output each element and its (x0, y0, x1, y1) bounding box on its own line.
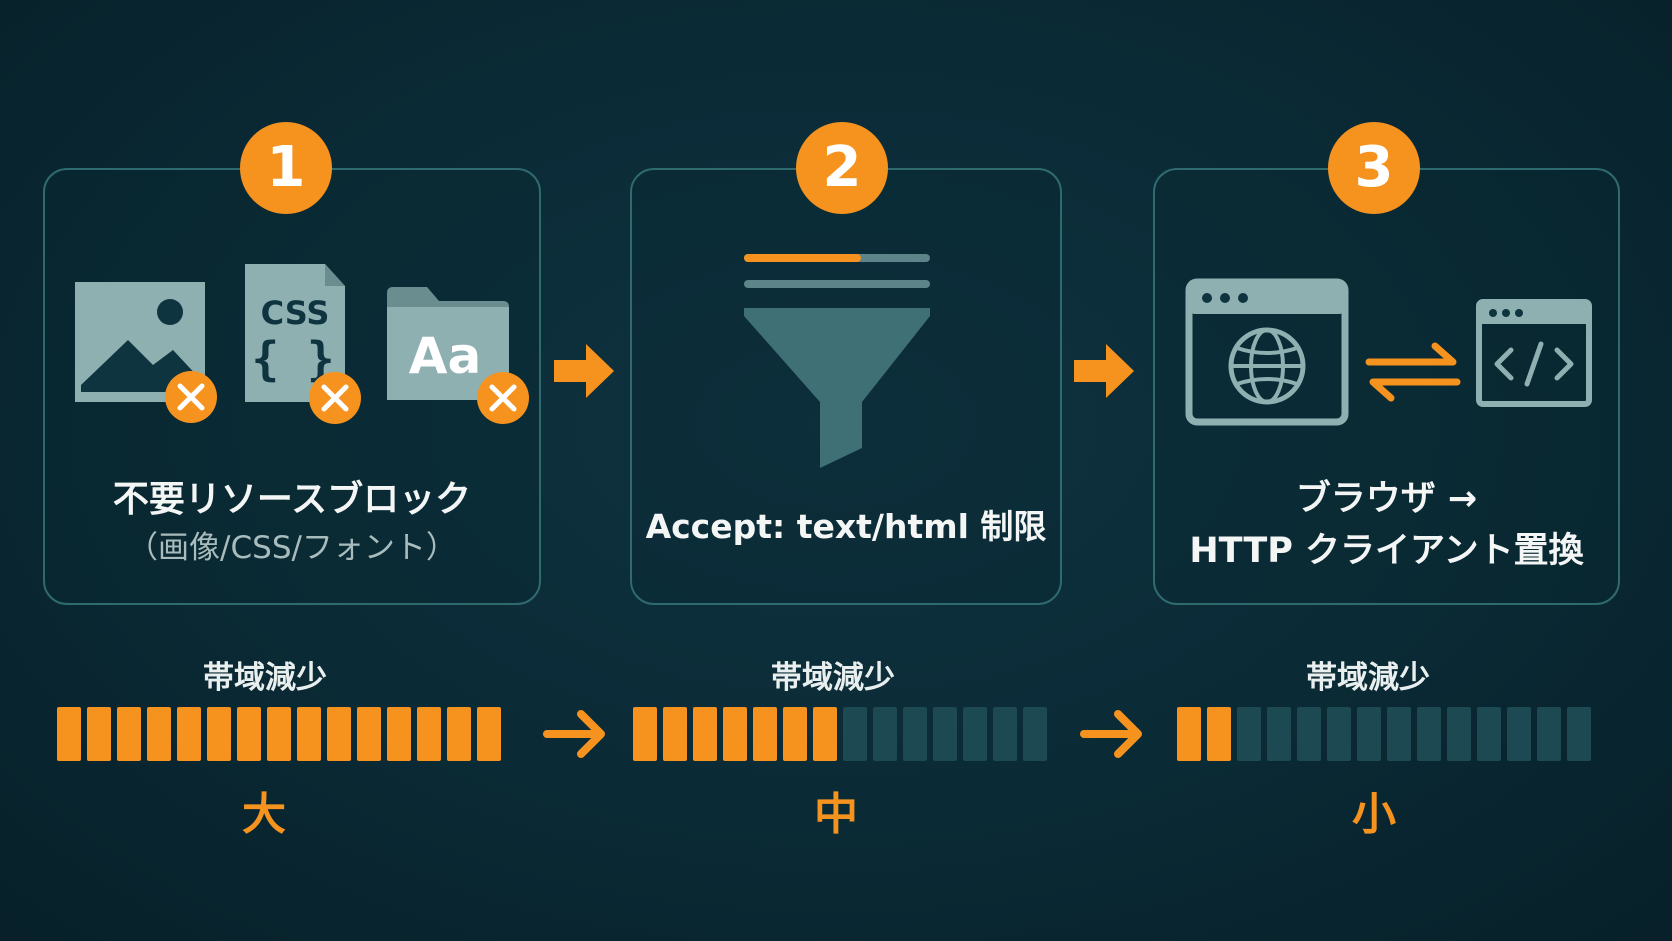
bar-segment-empty (1297, 707, 1321, 761)
bar-segment-filled (57, 707, 81, 761)
css-file-icon: CSS { } (245, 264, 361, 424)
step-title: Accept: text/html 制限 (645, 507, 1047, 546)
bar-segment-empty (1507, 707, 1531, 761)
step-number-badge: 2 (796, 122, 888, 214)
bar-segment-empty (993, 707, 1017, 761)
bandwidth-label-3: 帯域減少 (1306, 660, 1430, 696)
bandwidth-level-2: 中 (814, 789, 858, 840)
bar-segment-filled (237, 707, 261, 761)
bar-segment-empty (1417, 707, 1441, 761)
bar-segment-filled (693, 707, 717, 761)
bandwidth-level-3: 小 (1352, 789, 1396, 840)
css-label: CSS (261, 294, 330, 332)
bar-segment-empty (1447, 707, 1471, 761)
step-card-1: 1 CSS { } Aa 不要リソースブロック （画像/CSS/フォント） (43, 122, 541, 605)
bar-segment-filled (663, 707, 687, 761)
step-subtitle: （画像/CSS/フォント） (127, 530, 457, 566)
bar-segment-filled (723, 707, 747, 761)
bar-segment-filled (387, 707, 411, 761)
step-card-3: 3 ブラウザ → HTTP クライアント置換 (1153, 122, 1620, 605)
bar-segment-empty (1477, 707, 1501, 761)
bandwidth-bar-2 (633, 707, 1047, 761)
bar-segment-empty (1567, 707, 1591, 761)
image-icon (75, 282, 217, 423)
bar-segment-filled (417, 707, 441, 761)
bar-segment-empty (1267, 707, 1291, 761)
bandwidth-bar-1 (57, 707, 501, 761)
filter-funnel-icon (744, 254, 930, 468)
bar-segment-filled (753, 707, 777, 761)
bar-segment-empty (1327, 707, 1351, 761)
bandwidth-label-1: 帯域減少 (203, 660, 327, 696)
bar-segment-empty (903, 707, 927, 761)
bar-segment-filled (447, 707, 471, 761)
step-number-badge: 1 (240, 122, 332, 214)
bar-segment-empty (933, 707, 957, 761)
bar-segment-filled (87, 707, 111, 761)
bar-segment-filled (297, 707, 321, 761)
bar-segment-filled (633, 707, 657, 761)
bar-segment-empty (963, 707, 987, 761)
bar-segment-empty (1237, 707, 1261, 761)
step-card-2: 2 Accept: text/html 制限 (630, 122, 1062, 605)
step-number-badge: 3 (1328, 122, 1420, 214)
step-title: 不要リソースブロック (112, 479, 472, 520)
bar-segment-empty (1537, 707, 1561, 761)
bar-segment-filled (1207, 707, 1231, 761)
bar-segment-filled (1177, 707, 1201, 761)
browser-globe-icon (1185, 278, 1349, 426)
bandwidth-bar-3 (1177, 707, 1591, 761)
bar-segment-filled (783, 707, 807, 761)
bar-segment-filled (813, 707, 837, 761)
bandwidth-level-1: 大 (242, 789, 286, 840)
right-arrow-icon (1074, 344, 1134, 398)
bar-segment-empty (1387, 707, 1411, 761)
step-subtitle: HTTP クライアント置換 (1189, 531, 1584, 571)
code-window-icon (1476, 299, 1592, 407)
bar-segment-empty (1357, 707, 1381, 761)
bar-segment-filled (117, 707, 141, 761)
bandwidth-label-2: 帯域減少 (771, 660, 895, 696)
bar-segment-empty (1023, 707, 1047, 761)
bar-segment-empty (873, 707, 897, 761)
font-folder-icon: Aa (387, 287, 529, 424)
bar-segment-filled (267, 707, 291, 761)
bar-segment-empty (843, 707, 867, 761)
bar-segment-filled (357, 707, 381, 761)
bar-segment-filled (177, 707, 201, 761)
bar-segment-filled (207, 707, 231, 761)
right-arrow-icon (1080, 710, 1142, 758)
right-arrow-icon (554, 344, 614, 398)
bar-segment-filled (477, 707, 501, 761)
font-label: Aa (409, 327, 481, 385)
bar-segment-filled (147, 707, 171, 761)
swap-arrows-icon (1365, 342, 1461, 402)
bar-segment-filled (327, 707, 351, 761)
right-arrow-icon (543, 710, 605, 758)
step-title: ブラウザ → (1295, 479, 1478, 519)
